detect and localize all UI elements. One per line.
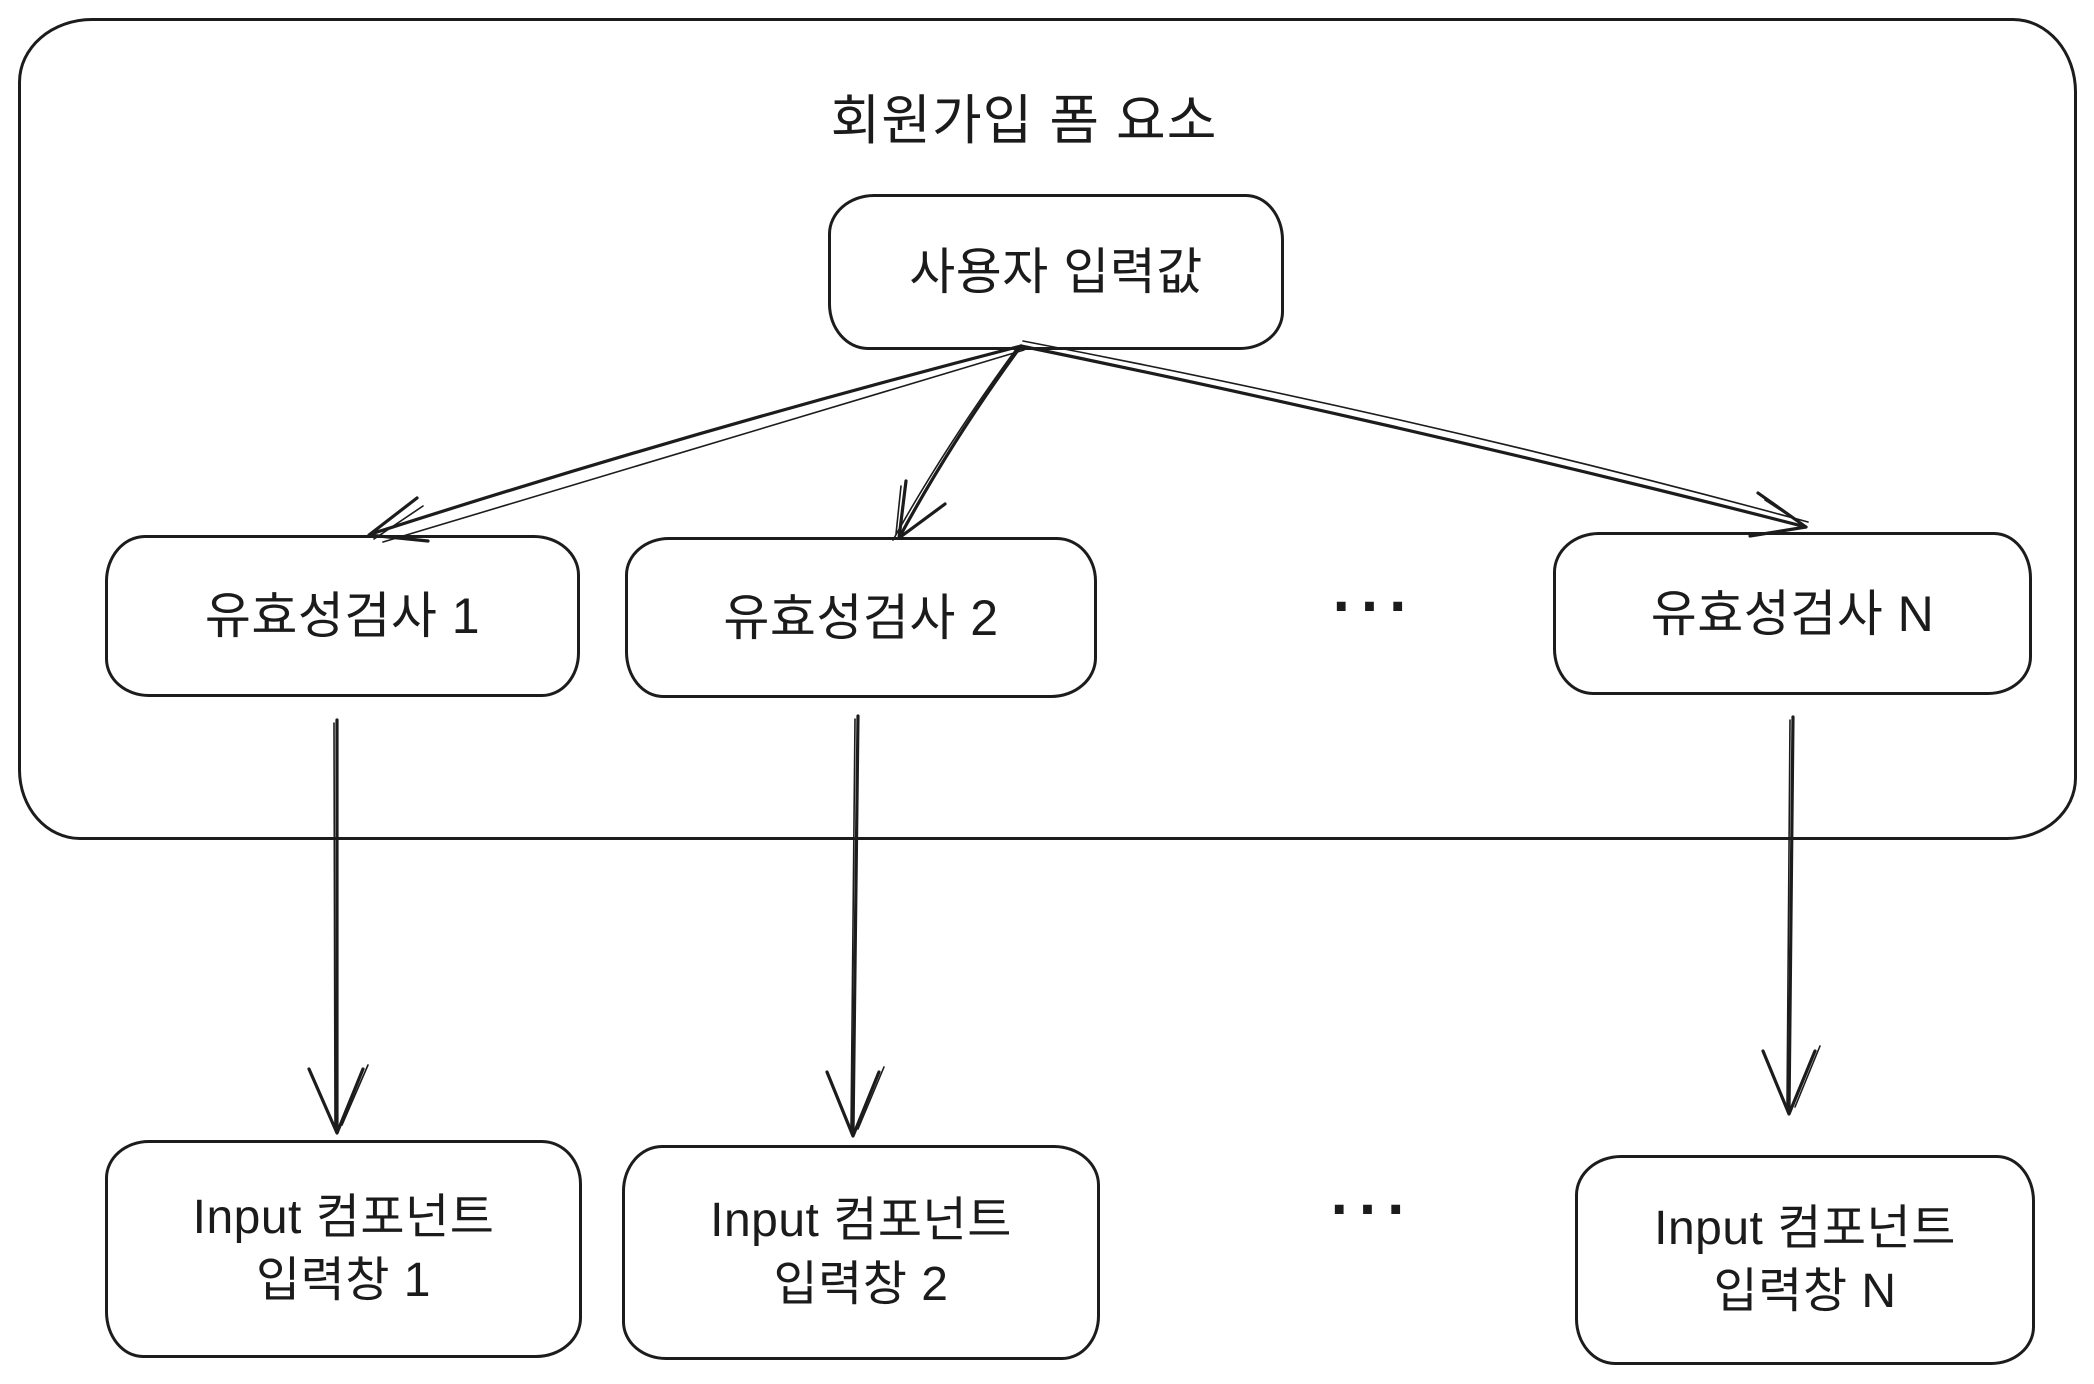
signup-form-group-frame <box>18 18 2077 840</box>
node-input-component-n: Input 컴포넌트 입력창 N <box>1575 1155 2035 1365</box>
ellipsis-validation-row: ... <box>1332 556 1418 625</box>
signup-form-group-title: 회원가입 폼 요소 <box>830 91 1218 151</box>
node-input-component-1: Input 컴포넌트 입력창 1 <box>105 1140 582 1358</box>
node-validation-2: 유효성검사 2 <box>625 537 1097 698</box>
node-input-component-2: Input 컴포넌트 입력창 2 <box>622 1145 1100 1360</box>
ellipsis-input-row: ... <box>1330 1159 1416 1228</box>
node-validation-n: 유효성검사 N <box>1553 532 2032 695</box>
node-validation-1: 유효성검사 1 <box>105 535 580 697</box>
node-user-input: 사용자 입력값 <box>828 194 1284 350</box>
